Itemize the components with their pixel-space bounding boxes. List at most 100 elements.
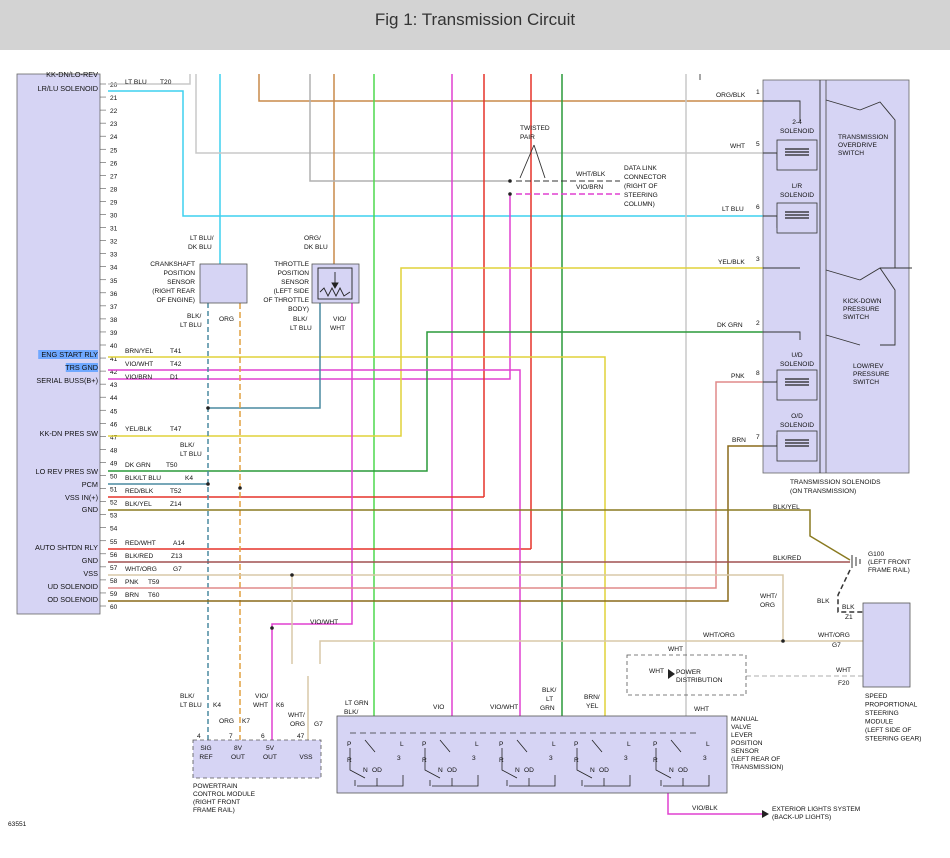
wire-color-label: BLK/	[542, 687, 556, 694]
pcm-pin-number: 25	[110, 147, 118, 154]
wire-color-label: BLK	[817, 598, 830, 605]
speed-module-text: PROPORTIONAL	[865, 702, 918, 709]
wire-color-label: VIO/BRN	[576, 184, 603, 191]
crankshaft-text: POSITION	[163, 270, 195, 277]
wire-color-label: T20	[160, 79, 172, 86]
valve-position-label: N	[590, 767, 595, 774]
wire-color-label: DK BLU	[304, 244, 328, 251]
pcm-pin-number: 38	[110, 317, 118, 324]
valve-switch-group	[501, 739, 556, 787]
wire-color-label: K4	[213, 702, 221, 709]
pcm-pin-number: 36	[110, 291, 118, 298]
ground-g100-icon	[851, 555, 861, 568]
valve-position-label: L	[627, 741, 631, 748]
manual-valve-sensor	[336, 715, 728, 794]
valve-position-label: N	[363, 767, 368, 774]
pcm-pin-number: 44	[110, 395, 118, 402]
wire-color-label: BLK	[842, 604, 855, 611]
valve-position-label: P	[422, 741, 427, 748]
wire-blk-g100	[837, 569, 863, 613]
valve-position-label: R	[499, 757, 504, 764]
lowrev-switch-text: SWITCH	[853, 379, 879, 386]
wire-color-label: A14	[173, 540, 185, 547]
speed-module-text: STEERING	[865, 710, 899, 717]
valve-position-label: L	[400, 741, 404, 748]
solenoid-pin-number: 3	[756, 256, 760, 263]
wire-vio-blk	[667, 793, 762, 815]
exterior-lights-text: (BACK-UP LIGHTS)	[772, 814, 831, 821]
wire-brn-yel	[108, 356, 606, 716]
wires	[108, 74, 863, 815]
wire-color-label: BLK/YEL	[773, 504, 800, 511]
highlight-mark	[38, 350, 98, 359]
figure-header: Fig 1: Transmission Circuit	[0, 0, 950, 50]
pcm-pin-number: 45	[110, 408, 118, 415]
power-distribution-text: POWER	[676, 669, 701, 676]
pcm-pin-function: ENG START RLY	[41, 350, 98, 359]
crankshaft-text: (RIGHT REAR	[152, 288, 195, 295]
wire-dk-grn	[108, 331, 763, 472]
wire-color-label: ORG	[290, 721, 305, 728]
pcm-pin-number: 27	[110, 173, 118, 180]
wire-color-label: BRN/YEL	[125, 348, 154, 355]
speed-module-text: STEERING GEAR)	[865, 736, 921, 743]
manual-valve-text: LEVER	[731, 732, 753, 739]
pcm-pin-number: 51	[110, 487, 118, 494]
power-arrow-icon	[668, 669, 675, 679]
wire-color-label: VIO/BRN	[125, 374, 152, 381]
manual-valve-text: VALVE	[731, 724, 752, 731]
wire-color-label: BRN	[732, 437, 746, 444]
pcm-pin-number: 55	[110, 539, 118, 546]
pcm-pin-number: 30	[110, 213, 118, 220]
solenoid-bus	[763, 80, 912, 473]
valve-position-label: L	[706, 741, 710, 748]
pcm-pin-function: VSS	[83, 569, 98, 578]
manual-valve-text: SENSOR	[731, 748, 759, 755]
figure-title: Fig 1: Transmission Circuit	[374, 10, 576, 29]
pcm-module-text: (RIGHT FRONT	[193, 799, 240, 806]
manual-valve-text: POSITION	[731, 740, 763, 747]
pcm-pin-number: 31	[110, 226, 118, 233]
twisted-pair-text: TWISTED	[520, 125, 550, 132]
valve-position-label: OD	[678, 767, 688, 774]
pcm-pin-number: 56	[110, 552, 118, 559]
pcm-pin-number: 50	[110, 474, 118, 481]
wire-color-label: WHT	[730, 143, 745, 150]
overdrive-switch-text: SWITCH	[838, 150, 864, 157]
wire-color-label: LT BLU/	[190, 235, 214, 242]
pcm-pin-number: 41	[110, 356, 118, 363]
wire-color-label: ORG	[219, 718, 234, 725]
wire-wht-org-2	[292, 574, 863, 642]
valve-position-label: 3	[549, 755, 553, 762]
pcm-pin-function: AUTO SHTDN RLY	[35, 543, 98, 552]
wire-blk-yel	[108, 509, 851, 561]
wire-color-label: F20	[838, 680, 850, 687]
valve-position-label: R	[653, 757, 658, 764]
potentiometer-icon	[317, 267, 353, 300]
wire-color-label: LT BLU	[180, 322, 202, 329]
wire-color-label: LT BLU	[290, 325, 312, 332]
wire-color-label: BLK/	[344, 709, 358, 716]
pcm-pin-number: 35	[110, 278, 118, 285]
pcm-module-text: POWERTRAIN	[193, 783, 238, 790]
pcm-pin-number: 22	[110, 108, 118, 115]
figure-id: 63551	[8, 821, 27, 828]
speed-proportional-steering-module	[862, 602, 911, 688]
exterior-lights-label: EXTERIOR LIGHTS SYSTEM(BACK-UP LIGHTS)	[772, 806, 860, 821]
wire-lt-blu-top	[108, 74, 191, 85]
valve-position-label: 3	[397, 755, 401, 762]
wire-color-label: LT BLU	[180, 451, 202, 458]
pcm-module-pin-number: 4	[197, 733, 201, 740]
pcm-module-pin-bottom: REF	[199, 754, 212, 761]
wire-color-label: VIO/BLK	[692, 805, 718, 812]
wire-color-label: Z14	[170, 501, 182, 508]
pcm-pin-number: 48	[110, 447, 118, 454]
crankshaft-text: CRANKSHAFT	[150, 261, 195, 268]
throttle-text: (LEFT SIDE	[274, 288, 310, 295]
speed-module-text: SPEED	[865, 693, 888, 700]
pcm-pin-function: KK-DN/LO-REV	[46, 70, 98, 79]
